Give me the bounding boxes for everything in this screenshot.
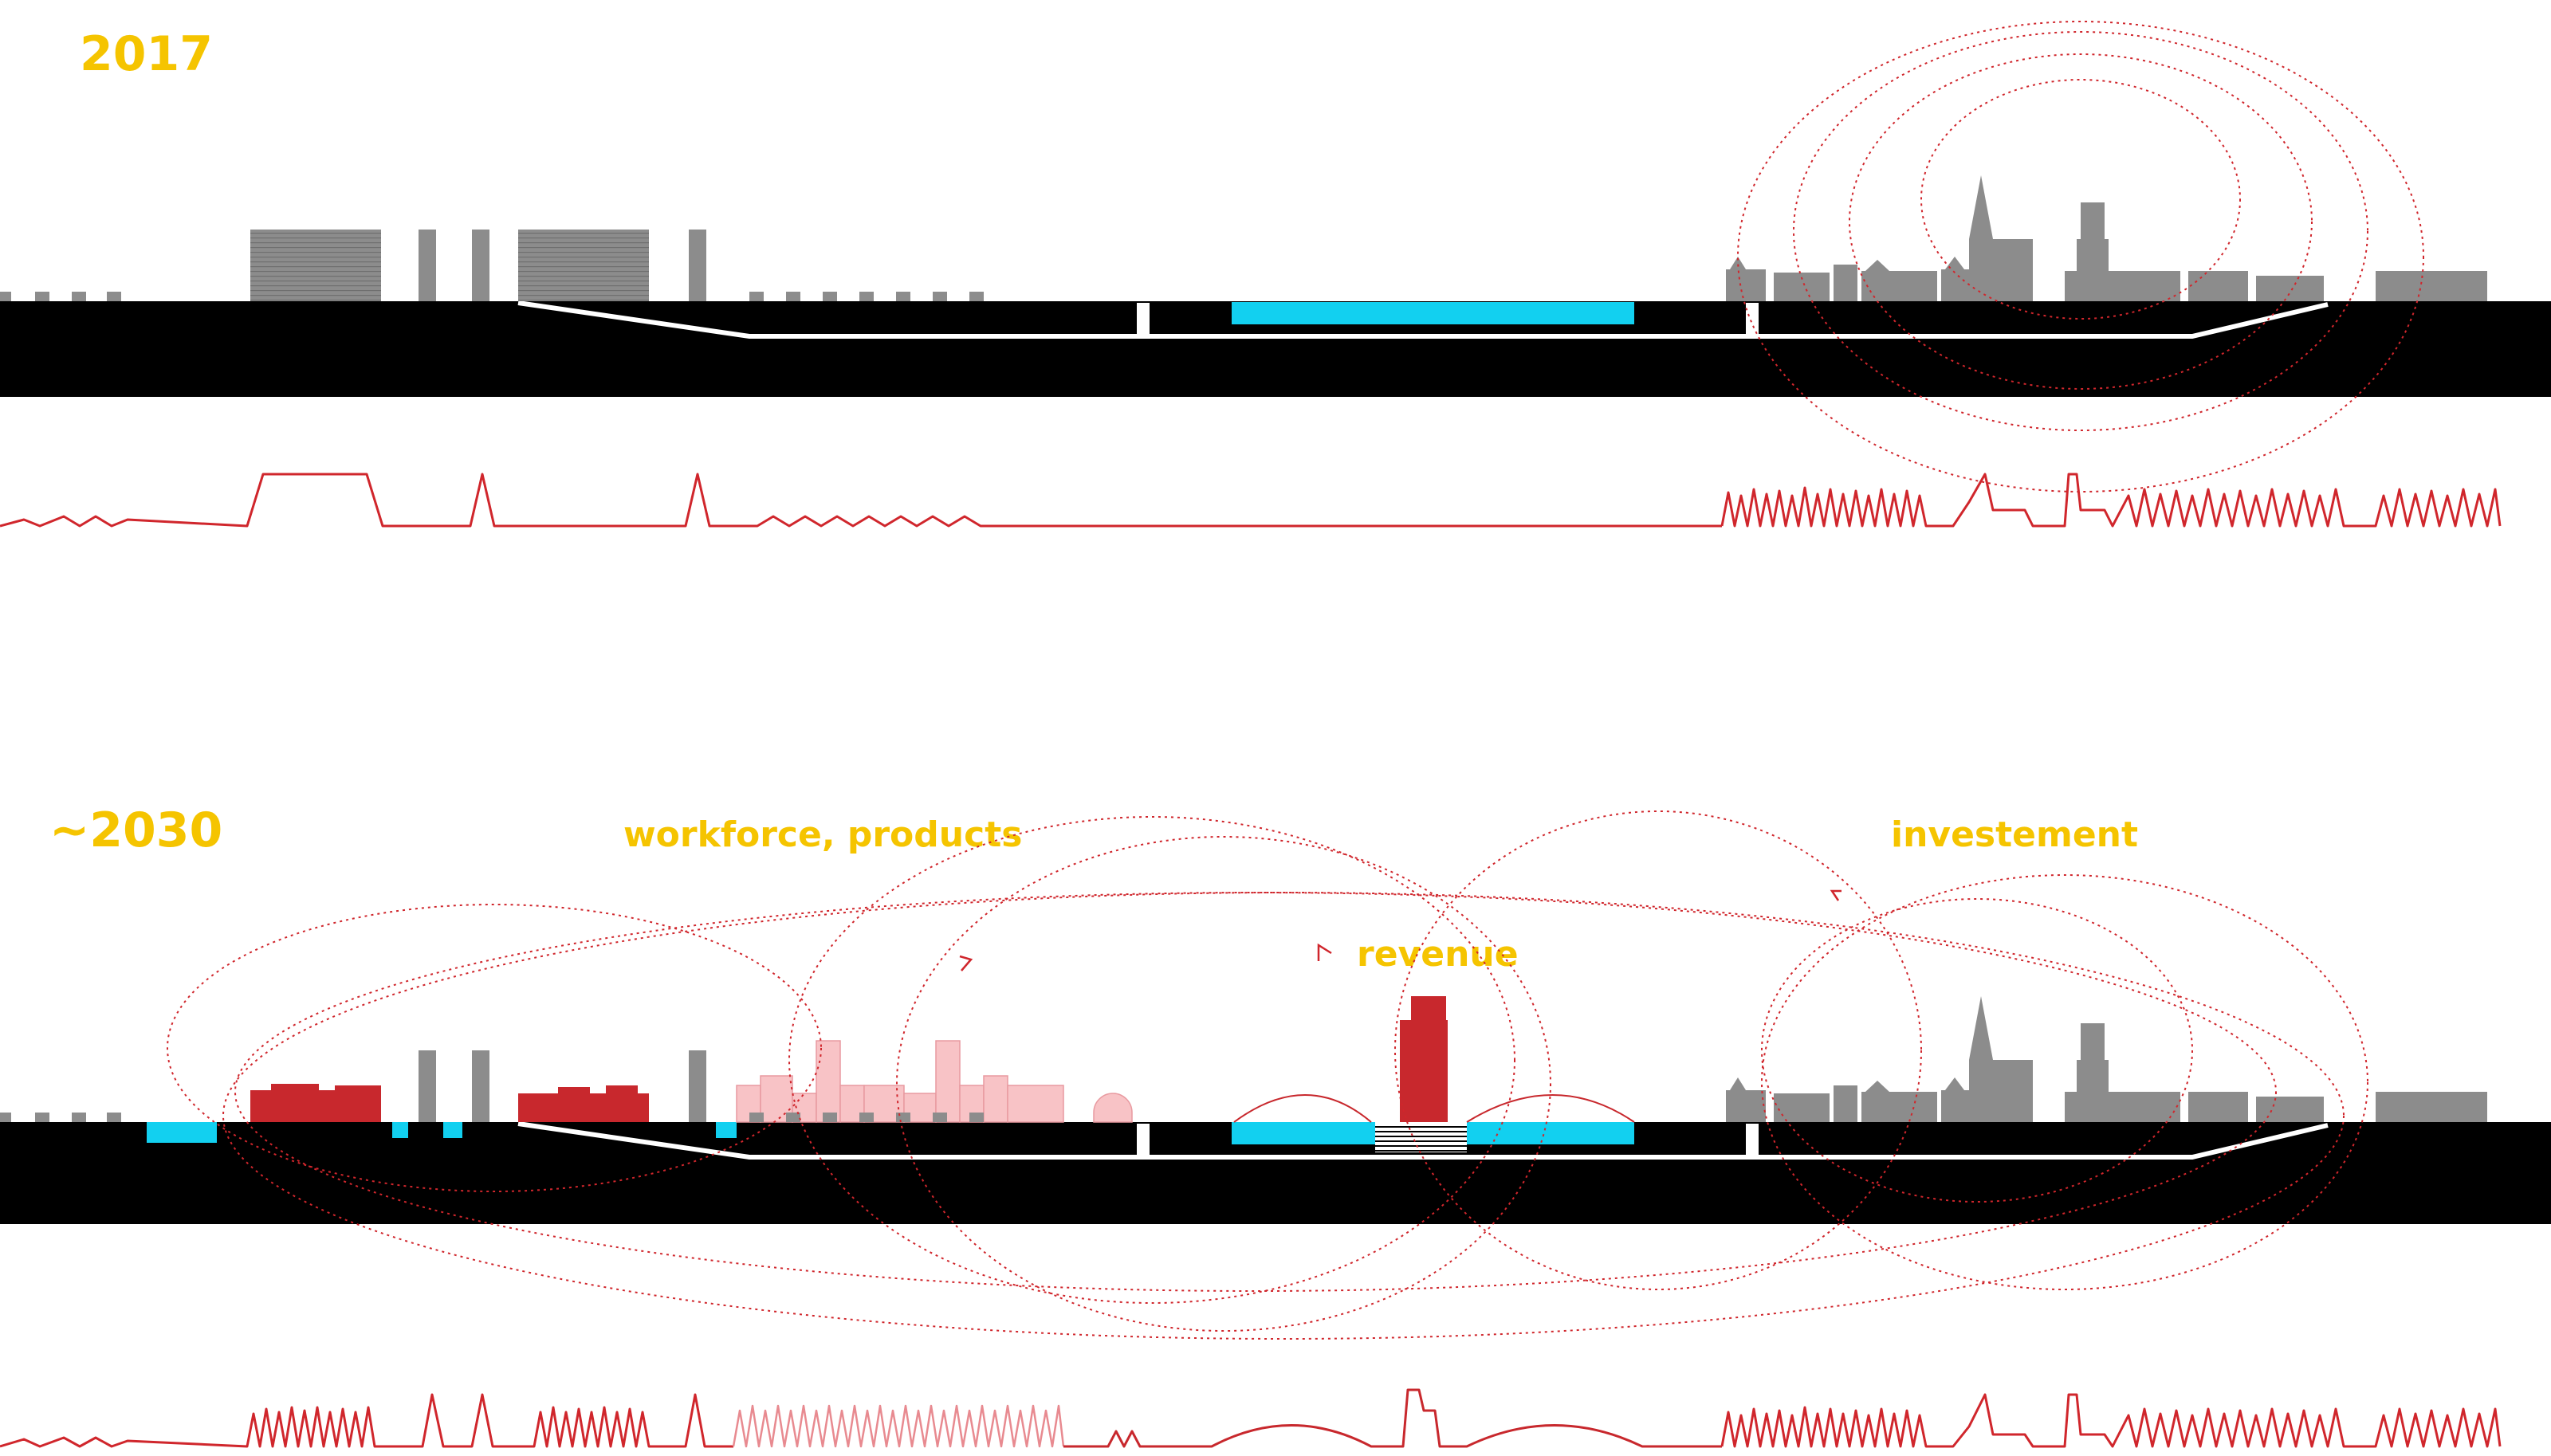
water-basin: [1467, 1122, 1634, 1144]
influence-rings: [167, 810, 2368, 1340]
section-2030: [0, 810, 2551, 1448]
tunnel-line: [517, 300, 2329, 339]
small-blocks-left: [0, 292, 121, 301]
flow-label-investment: investement: [1891, 814, 2138, 855]
flow-label-revenue: revenue: [1357, 934, 1519, 975]
historic-city: [1726, 996, 2487, 1122]
water-pool: [443, 1122, 462, 1138]
factory-building: [250, 230, 381, 301]
water-basin: [1232, 302, 1634, 324]
chimney: [689, 1050, 706, 1122]
chimney: [419, 1050, 436, 1122]
signal-line-center: [1063, 1388, 1722, 1448]
central-tower: [1400, 996, 1448, 1122]
water-pool: [716, 1122, 737, 1138]
section-2017: [0, 21, 2551, 528]
year-label-2030: ~2030: [49, 803, 222, 858]
factory-building: [518, 230, 649, 301]
signal-line-dense: [1720, 1393, 2502, 1448]
signal-line: [0, 473, 1722, 528]
bridge-arc: [1466, 1094, 1635, 1123]
signal-line-dense: [1720, 473, 2502, 528]
small-blocks-left: [0, 1113, 121, 1122]
shaft: [1137, 1124, 1150, 1157]
water-channel: [147, 1122, 217, 1143]
shaft: [1137, 303, 1150, 336]
chimney: [472, 1050, 489, 1122]
water-pool: [392, 1122, 408, 1138]
flow-label-workforce: workforce, products: [623, 814, 1022, 855]
chimney: [689, 230, 706, 301]
influence-rings: [1737, 21, 2424, 493]
year-label-2017: 2017: [80, 26, 213, 82]
plaza-steps: [1375, 1122, 1467, 1152]
historic-city: [1726, 175, 2487, 301]
water-basin: [1232, 1122, 1375, 1144]
small-blocks-mid: [749, 292, 984, 301]
signal-line: [0, 1393, 733, 1448]
chimney: [419, 230, 436, 301]
bridge-arc: [1233, 1094, 1372, 1123]
shaft: [1746, 1124, 1759, 1157]
tunnel-line: [517, 1121, 2329, 1160]
planned-buildings: [736, 1040, 1133, 1123]
chimney: [472, 230, 489, 301]
new-development: [250, 1084, 649, 1122]
shaft: [1746, 303, 1759, 336]
flow-arrows: [959, 889, 1842, 971]
signal-line-planned: [732, 1404, 1065, 1448]
